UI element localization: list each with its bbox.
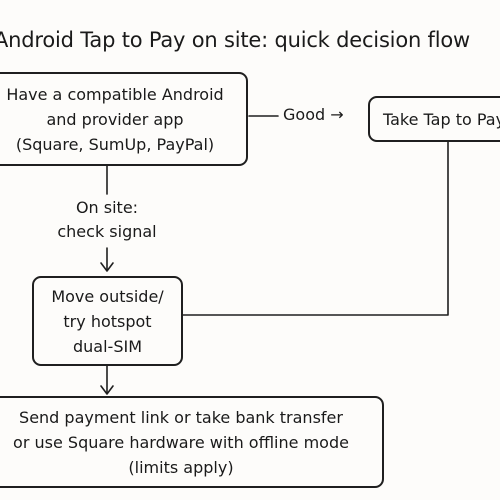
diagram-title: Android Tap to Pay on site: quick decisi… [0,28,470,52]
edge-label-good: Good → [283,105,344,124]
node-line: Take Tap to Pay [383,109,500,129]
node-line: and provider app [46,109,184,129]
node-line: dual-SIM [73,336,142,356]
node-line: (Square, SumUp, PayPal) [15,134,215,154]
edge-label-line: On site: [75,198,139,217]
node-take-tap-to-pay: Take Tap to Pay [368,96,500,142]
connector-move-to-taketap [181,139,449,316]
edge-label-line: check signal [57,222,157,241]
node-line: Move outside/ [51,286,164,306]
node-compatible-android: Have a compatible Android and provider a… [0,72,248,166]
arrowhead-move-to-fallback [100,385,114,395]
node-line: try hotspot [63,311,152,331]
node-fallback-options: Send payment link or take bank transfer … [0,396,384,488]
edge-label-on-site: On site: check signal [48,196,166,244]
node-line: (limits apply) [128,457,234,477]
node-line: Have a compatible Android [6,84,224,104]
node-move-outside: Move outside/ try hotspot dual-SIM [32,276,183,366]
node-line: or use Square hardware with offline mode [13,432,349,452]
arrowhead-check-to-move [100,262,114,272]
node-line: Send payment link or take bank transfer [19,407,343,427]
